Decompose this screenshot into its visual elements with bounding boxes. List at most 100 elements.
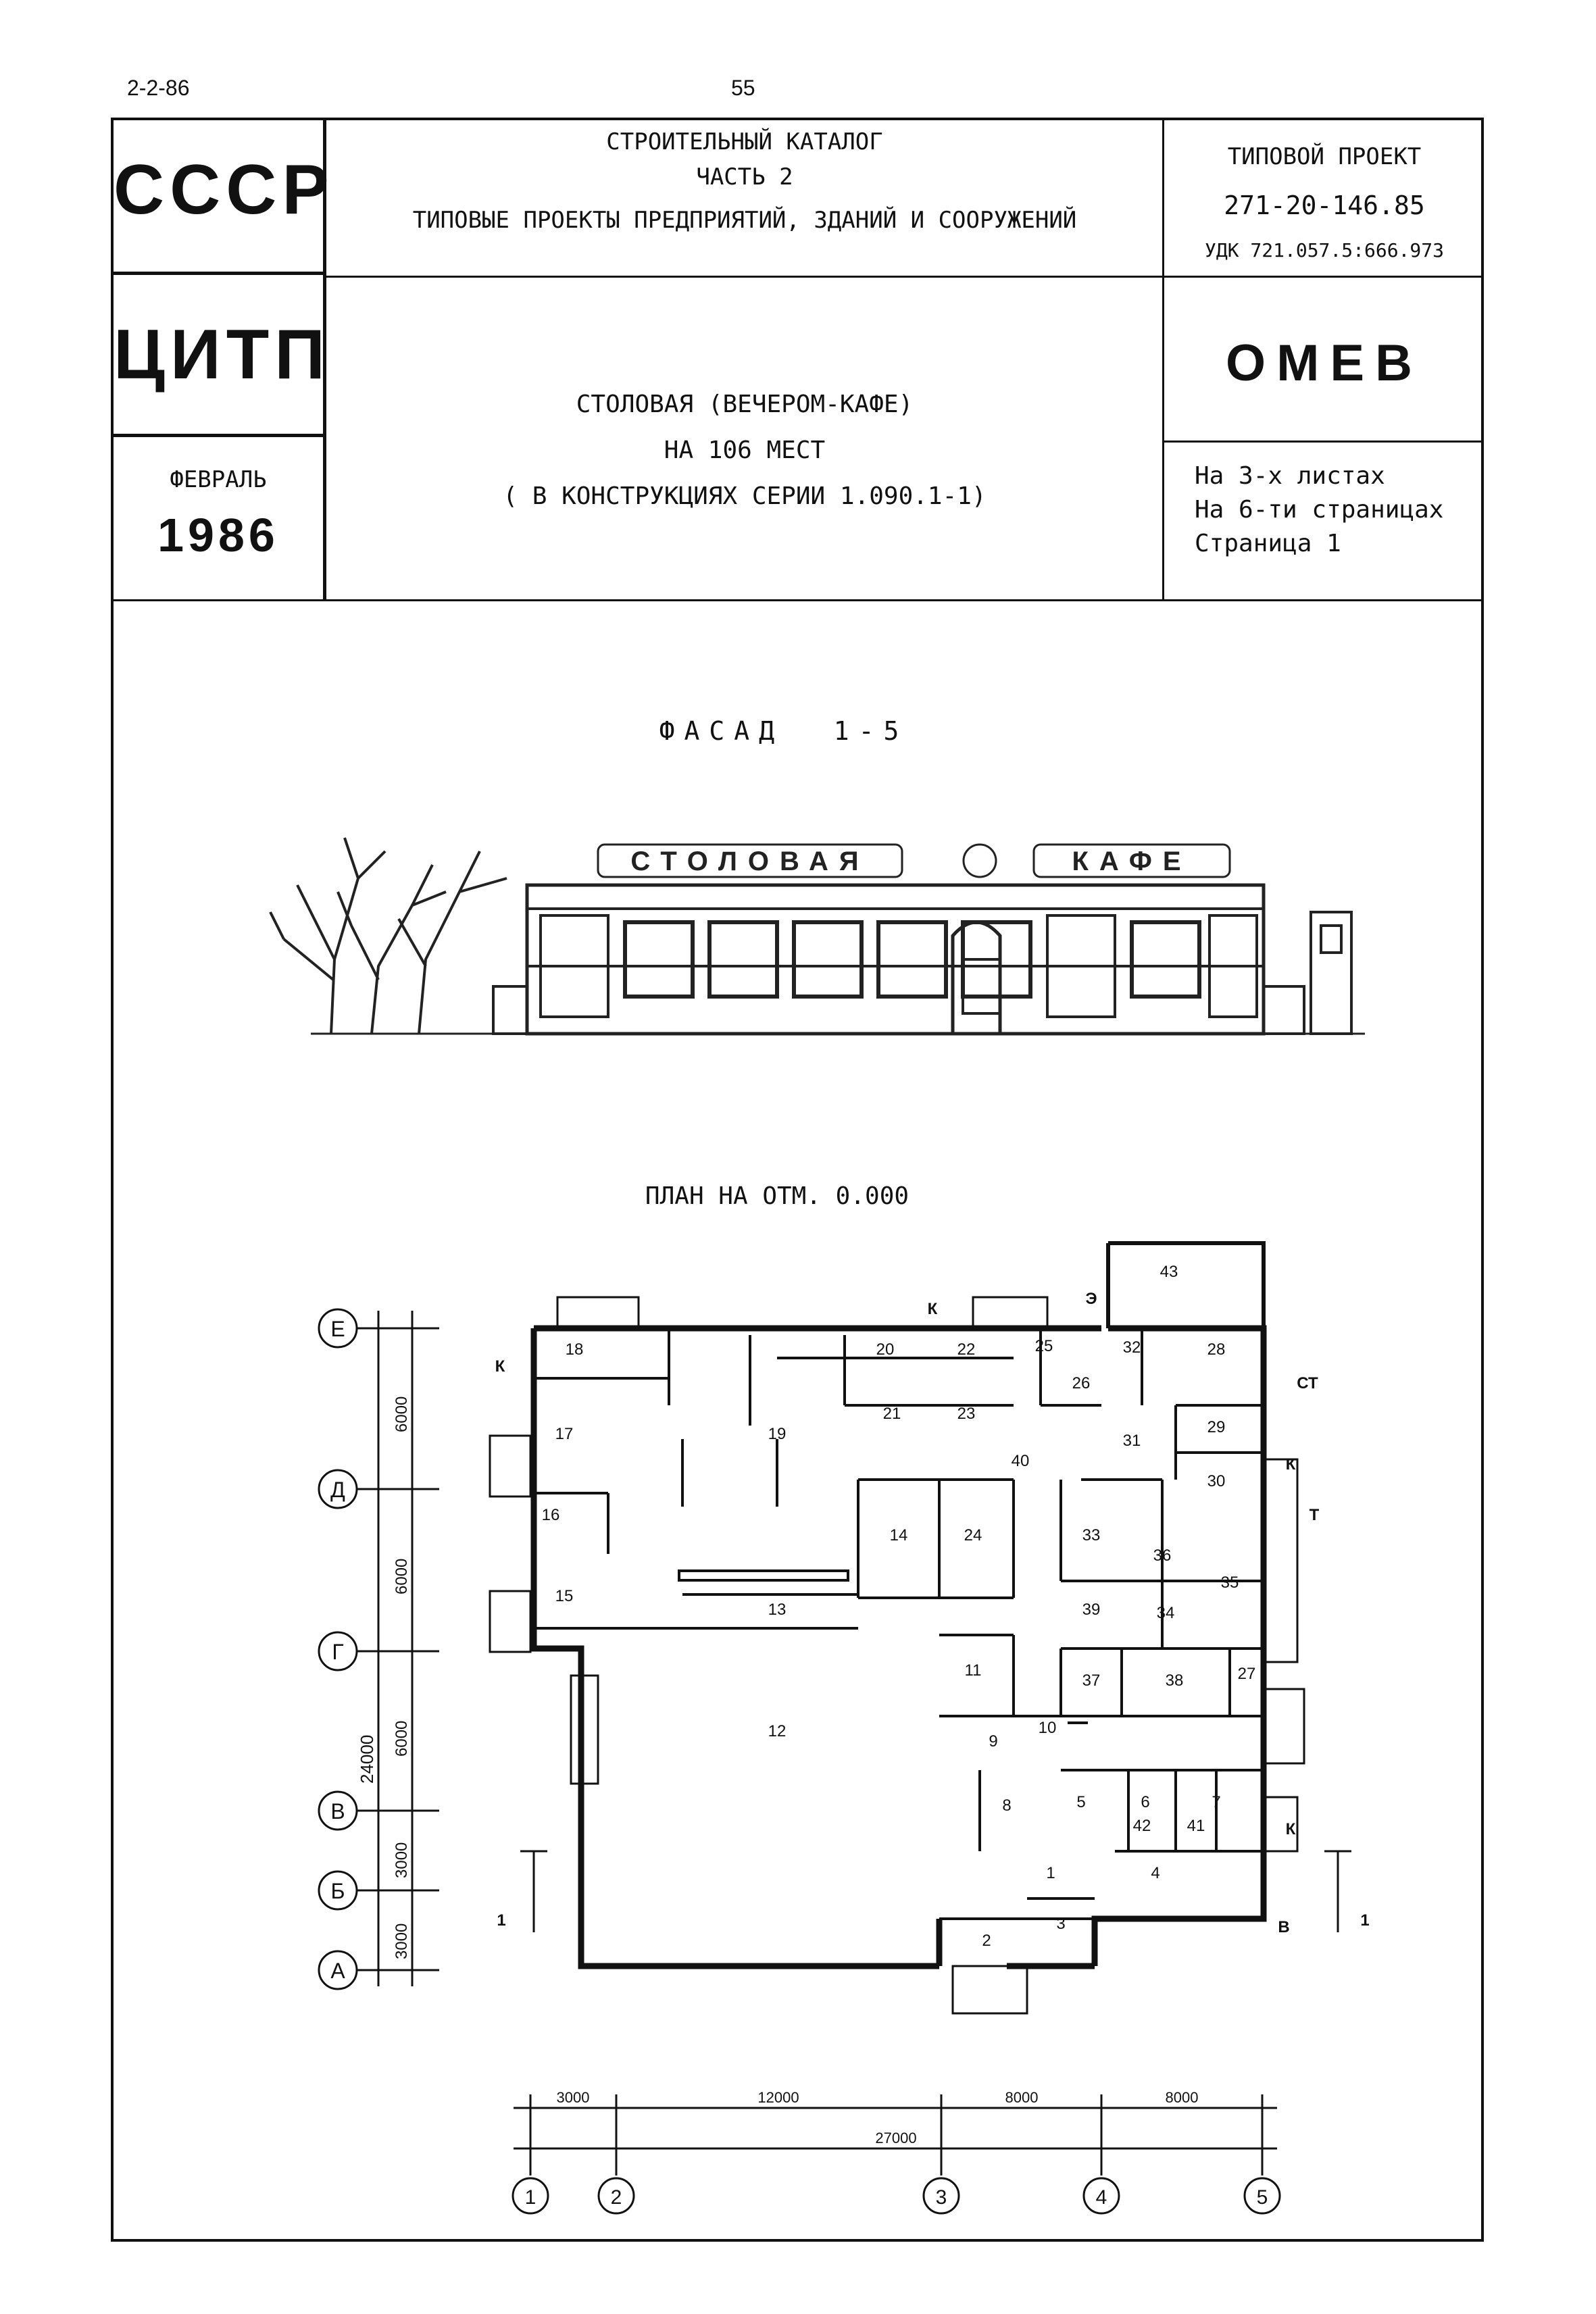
room-number: 22 [957,1340,976,1359]
room-number: 28 [1207,1340,1226,1359]
section-marks [520,1850,1351,1932]
project-title-line2: НА 106 МЕСТ [664,436,826,464]
page-index: Страница 1 [1195,530,1341,557]
room-number: 20 [876,1340,895,1359]
project-number: 271-20-146.85 [1224,191,1425,220]
room-number: 21 [883,1405,901,1423]
left-box-rule-1 [111,272,324,275]
room-number: 18 [566,1340,584,1359]
room-number: 11 [965,1661,982,1680]
room-number: 27 [1238,1665,1256,1683]
room-number: 29 [1207,1418,1226,1436]
tree-left [269,837,507,1034]
axis-row-v: В [330,1799,345,1823]
document-code: 2-2-86 [127,76,190,100]
catalog-title: СТРОИТЕЛЬНЫЙ КАТАЛОГ [606,128,883,155]
issue-month: ФЕВРАЛЬ [170,466,267,493]
org-ussr: СССР [114,151,334,229]
col-dim-1: 3000 [557,2089,590,2106]
catalog-part: ЧАСТЬ 2 [696,164,793,191]
facade-title: ФАСАД 1-5 [659,716,909,746]
page-frame [111,118,1484,2242]
marker-k: К [495,1357,505,1376]
marker-t: Т [1310,1506,1320,1524]
room-number: 33 [1082,1526,1101,1544]
page-number: 55 [731,76,755,100]
room-number: 35 [1221,1574,1239,1592]
row-total: 24000 [357,1735,377,1784]
axis-row-a: А [330,1959,345,1983]
col-dim-2: 12000 [757,2089,799,2106]
pages-count: На 6-ти страницах [1195,496,1444,524]
axis-row-g: Г [332,1640,343,1664]
room-numbers: 1 2 3 4 5 6 7 8 9 10 11 12 13 14 15 16 1… [542,1263,1256,1950]
room-number: 42 [1133,1817,1151,1835]
building-walls [530,1241,1267,1969]
room-number: 4 [1151,1864,1159,1882]
room-number: 13 [768,1601,787,1619]
room-number: 6 [1141,1793,1149,1811]
marker-e: Э [1085,1290,1097,1308]
room-number: 25 [1035,1337,1053,1355]
facade-sign-left: СТОЛОВАЯ [630,847,869,876]
room-number: 16 [542,1506,560,1524]
room-number: 17 [555,1425,574,1443]
col-dim-4: 8000 [1166,2089,1199,2106]
room-number: 37 [1082,1671,1101,1690]
col-total: 27000 [875,2130,916,2146]
section-mark-right: 1 [1360,1911,1369,1930]
room-number: 31 [1123,1432,1141,1450]
axis-col-3: 3 [936,2186,947,2209]
room-number: 19 [768,1425,787,1443]
right-column-rule [1162,118,1164,600]
header-bottom-rule [111,599,1484,601]
room-number: 34 [1157,1604,1175,1622]
project-code: ОМЕВ [1226,334,1423,392]
room-number: 40 [1012,1452,1030,1470]
left-column-rule [323,118,326,600]
room-number: 9 [989,1732,997,1751]
serving-counter [678,1569,849,1582]
center-rule [324,276,1484,278]
facade-drawing: СТОЛОВАЯ КАФЕ [269,837,1365,1036]
issue-year: 1986 [157,509,279,561]
interior-partitions [534,1328,1264,1920]
axis-col-1: 1 [525,2186,537,2209]
room-number: 10 [1039,1719,1057,1737]
room-number: 32 [1123,1338,1141,1357]
room-number: 2 [982,1932,991,1950]
facade-sign-right: КАФЕ [1072,847,1191,876]
org-citp: ЦИТП [114,316,330,394]
marker-v: В [1278,1918,1289,1936]
room-number: 39 [1082,1601,1101,1619]
row-dim-4: 3000 [393,1842,411,1878]
room-number: 43 [1160,1263,1178,1281]
axis-row-e: Е [330,1317,345,1341]
type-label: ТИПОВОЙ ПРОЕКТ [1227,143,1422,170]
facade-sign [597,843,1231,878]
project-title-line3: ( В КОНСТРУКЦИЯХ СЕРИИ 1.090.1-1) [503,482,987,510]
row-axes [318,1308,439,1990]
column-axes [512,2094,1281,2215]
room-number: 38 [1166,1671,1184,1690]
row-dim-3: 6000 [393,1721,411,1757]
room-number: 26 [1072,1374,1091,1392]
room-number: 24 [964,1526,982,1544]
axis-row-d: Д [330,1478,345,1502]
room-number: 15 [555,1587,574,1605]
udk-code: УДК 721.057.5:666.973 [1204,239,1444,261]
room-number: 12 [768,1722,787,1740]
row-dim-1: 6000 [393,1397,411,1432]
row-dim-2: 6000 [393,1559,411,1594]
marker-k: К [1286,1820,1296,1838]
left-box-rule-2 [111,434,324,437]
marker-k: К [1286,1455,1296,1474]
col-dim-3: 8000 [1005,2089,1039,2106]
row-dim-5: 3000 [393,1923,411,1959]
axis-col-5: 5 [1257,2186,1268,2209]
axis-col-4: 4 [1096,2186,1107,2209]
room-number: 36 [1153,1546,1172,1565]
axis-col-2: 2 [611,2186,622,2209]
right-box-rule [1162,441,1484,443]
catalog-subtitle: ТИПОВЫЕ ПРОЕКТЫ ПРЕДПРИЯТИЙ, ЗДАНИЙ И СО… [412,207,1077,234]
